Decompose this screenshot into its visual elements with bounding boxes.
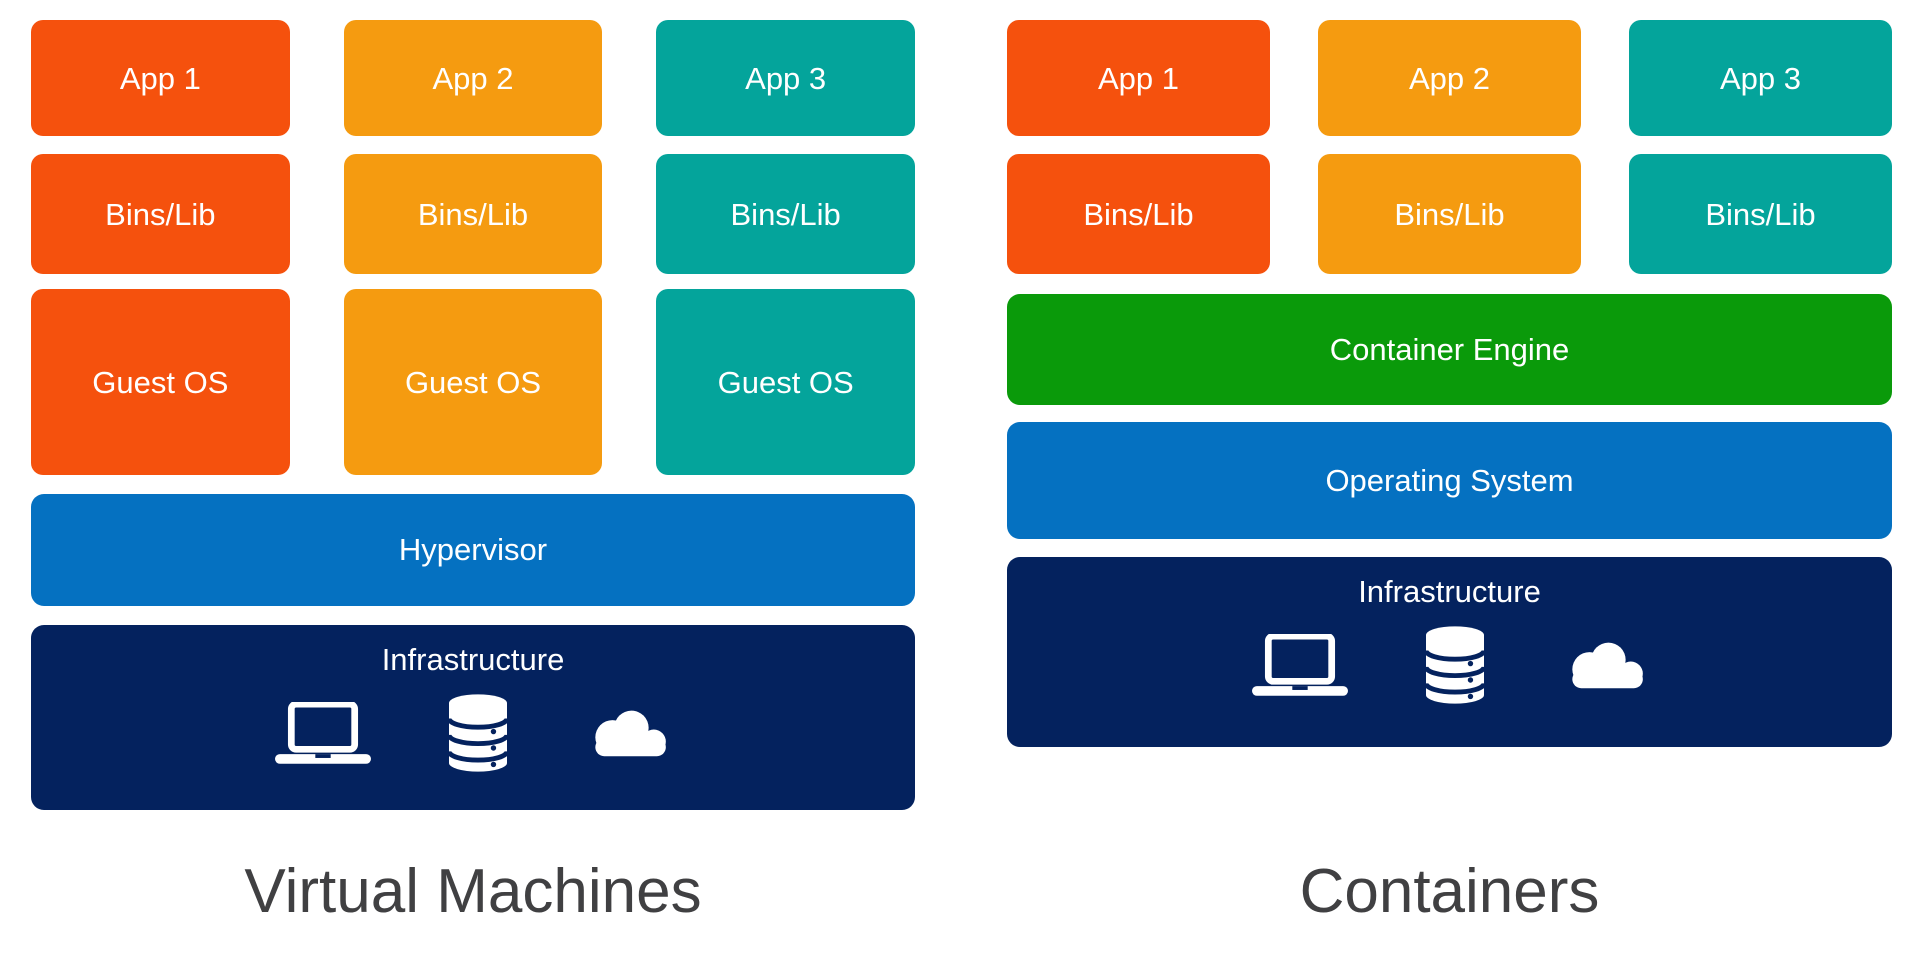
vm-bins1-box: Bins/Lib	[31, 154, 290, 274]
ct-bins3-box: Bins/Lib	[1629, 154, 1892, 274]
vm-app2-label: App 2	[432, 60, 514, 96]
hypervisor-bar: Hypervisor	[31, 494, 915, 606]
ct-app2-label: App 2	[1408, 60, 1490, 96]
ct-infrastructure-label: Infrastructure	[1358, 574, 1541, 609]
vm-guestos-row: Guest OS Guest OS Guest OS	[31, 289, 915, 475]
ct-app2-box: App 2	[1318, 20, 1581, 136]
ct-bins1-label: Bins/Lib	[1083, 196, 1194, 232]
vm-bins-row: Bins/Lib Bins/Lib Bins/Lib	[31, 154, 915, 274]
vm-guestos1-label: Guest OS	[92, 364, 229, 400]
vm-bins2-box: Bins/Lib	[343, 154, 603, 274]
vm-app1-box: App 1	[31, 20, 290, 136]
cloud-icon	[595, 710, 666, 757]
ct-infrastructure-bar: Infrastructure	[1007, 557, 1892, 747]
vm-app-row: App 1 App 2 App 3	[31, 20, 915, 136]
container-engine-bar: Container Engine	[1007, 294, 1892, 405]
vm-app2-box: App 2	[343, 20, 603, 136]
vm-infrastructure-icons	[275, 693, 671, 773]
vm-guestos3-label: Guest OS	[717, 364, 854, 400]
ct-infrastructure-icons	[1251, 625, 1648, 705]
vm-guestos3-box: Guest OS	[656, 289, 915, 475]
ct-bins1-box: Bins/Lib	[1007, 154, 1270, 274]
vm-bins2-label: Bins/Lib	[417, 196, 529, 232]
vm-infrastructure-label: Infrastructure	[381, 642, 565, 677]
ct-bins2-box: Bins/Lib	[1318, 154, 1581, 274]
virtual-machines-title: Virtual Machines	[244, 857, 702, 926]
cloud-icon	[1571, 642, 1643, 689]
vm-infrastructure-bar: Infrastructure	[31, 625, 915, 810]
containers-panel: App 1 App 2 App 3 Bins/Lib Bins/Lib Bins…	[1007, 0, 1892, 972]
laptop-icon	[275, 702, 371, 764]
operating-system-bar: Operating System	[1007, 422, 1892, 539]
operating-system-label: Operating System	[1325, 462, 1574, 498]
hypervisor-label: Hypervisor	[398, 532, 548, 567]
laptop-icon	[1251, 634, 1348, 696]
ct-app-row: App 1 App 2 App 3	[1007, 20, 1892, 136]
vm-app1-label: App 1	[119, 60, 201, 96]
vm-app3-label: App 3	[745, 60, 827, 96]
database-icon	[1425, 626, 1484, 704]
vm-bins3-label: Bins/Lib	[730, 196, 841, 232]
ct-app1-box: App 1	[1007, 20, 1270, 136]
container-engine-label: Container Engine	[1329, 331, 1570, 367]
vm-app3-box: App 3	[656, 20, 915, 136]
vm-guestos2-box: Guest OS	[343, 289, 603, 475]
database-icon	[449, 694, 507, 772]
ct-app1-label: App 1	[1097, 60, 1179, 96]
ct-bins2-label: Bins/Lib	[1394, 196, 1505, 232]
vm-guestos1-box: Guest OS	[31, 289, 290, 475]
virtual-machines-panel: App 1 App 2 App 3 Bins/Lib Bins/Lib Bins…	[31, 0, 915, 972]
ct-bins-row: Bins/Lib Bins/Lib Bins/Lib	[1007, 154, 1892, 274]
ct-app3-label: App 3	[1719, 60, 1801, 96]
vm-bins1-label: Bins/Lib	[105, 196, 216, 232]
ct-app3-box: App 3	[1629, 20, 1892, 136]
vm-bins3-box: Bins/Lib	[656, 154, 915, 274]
containers-title: Containers	[1299, 857, 1600, 926]
ct-bins3-label: Bins/Lib	[1705, 196, 1816, 232]
vm-guestos2-label: Guest OS	[404, 364, 542, 400]
